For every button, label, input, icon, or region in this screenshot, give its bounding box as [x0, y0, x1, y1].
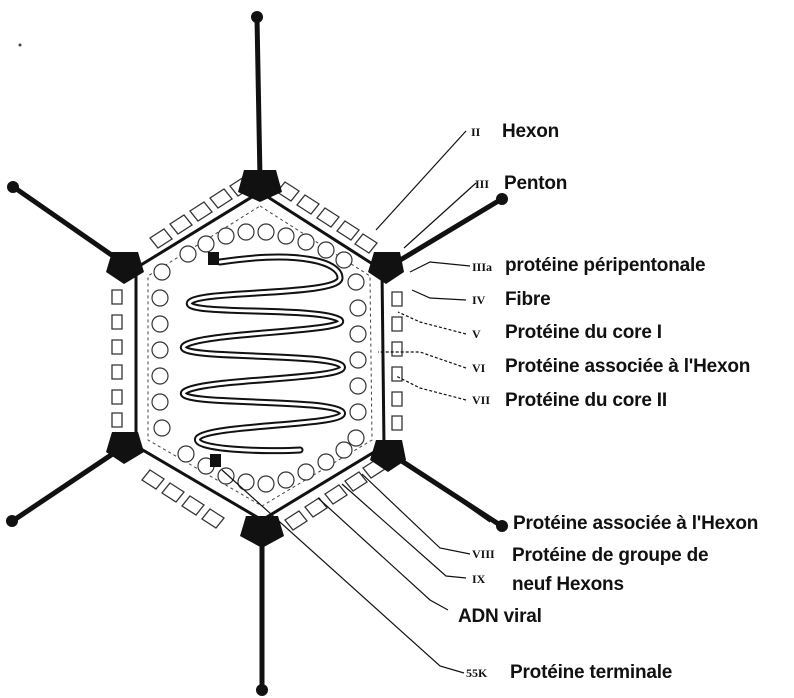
marker-hexon: II [471, 125, 481, 139]
marker-nine-hexons: IX [472, 572, 486, 586]
label-hexon-associated-protein-2: Protéine associée à l'Hexon [513, 513, 758, 534]
label-hexon: Hexon [502, 121, 559, 142]
fibre-top [257, 18, 260, 178]
terminal-protein-top [208, 252, 219, 265]
terminal-protein-bottom [210, 454, 221, 467]
marker-hexon-assoc: VI [472, 361, 486, 375]
label-viral-dna: ADN viral [458, 606, 542, 627]
marker-core2: VII [472, 393, 490, 407]
label-group-protein-line2: neuf Hexons [512, 574, 624, 595]
marker-core1: V [472, 327, 481, 341]
marker-fibre: IV [472, 293, 486, 307]
label-penton: Penton [504, 173, 567, 194]
label-core-protein-2: Protéine du core II [505, 390, 667, 411]
label-core-protein-1: Protéine du core I [505, 322, 662, 343]
marker-group: VIII [472, 547, 495, 561]
label-peripentonal-protein: protéine péripentonale [505, 255, 705, 276]
marker-penton: III [475, 177, 489, 191]
marker-peripentonal: IIIa [472, 260, 492, 274]
label-fibre: Fibre [505, 289, 550, 310]
label-terminal-protein: Protéine terminale [510, 662, 672, 683]
label-group-protein-line1: Protéine de groupe de [512, 545, 708, 566]
label-hexon-associated-protein: Protéine associée à l'Hexon [505, 356, 750, 377]
marker-terminal: 55K [466, 666, 488, 680]
